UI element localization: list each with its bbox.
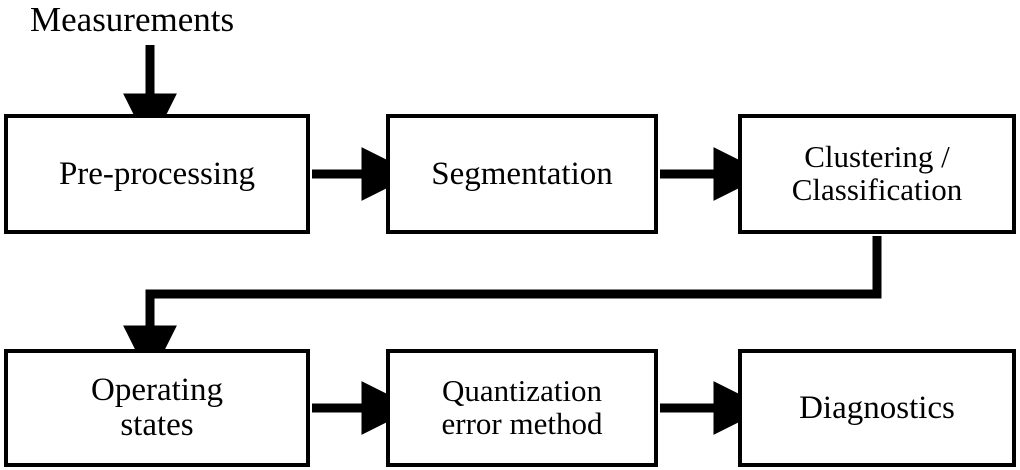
node-pre-processing-label: Pre-processing xyxy=(58,155,256,192)
node-diagnostics[interactable]: Diagnostics xyxy=(738,349,1016,467)
node-clustering-classification-label: Clustering / Classification xyxy=(791,139,963,207)
measurements-label: Measurements xyxy=(30,0,235,39)
arrow-clustering-to-operating-states xyxy=(123,236,882,380)
node-quantization-error-method[interactable]: Quantization error method xyxy=(386,349,658,467)
node-segmentation-label: Segmentation xyxy=(431,155,613,192)
node-segmentation[interactable]: Segmentation xyxy=(386,114,658,234)
node-operating-states[interactable]: Operating states xyxy=(4,349,310,467)
node-clustering-classification[interactable]: Clustering / Classification xyxy=(738,114,1016,234)
node-diagnostics-label: Diagnostics xyxy=(799,389,955,426)
node-pre-processing[interactable]: Pre-processing xyxy=(4,114,310,234)
node-quantization-error-method-label: Quantization error method xyxy=(441,373,603,441)
node-operating-states-label: Operating states xyxy=(91,372,223,443)
